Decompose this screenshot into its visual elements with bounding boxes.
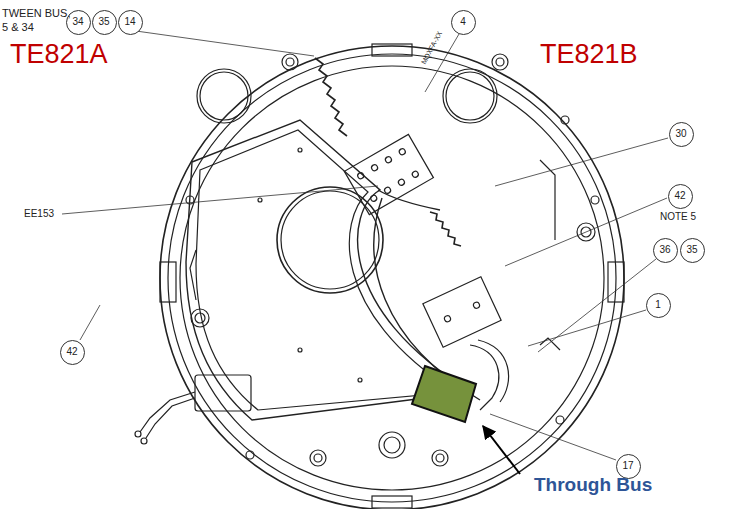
- callout-balloon: 42: [668, 184, 693, 209]
- callout-number: 34: [72, 17, 83, 27]
- callout-number: 35: [98, 17, 109, 27]
- callout-balloon: 14: [118, 10, 143, 35]
- drawing-line: [490, 414, 616, 460]
- callout-number: 35: [686, 245, 697, 255]
- drawing-circle: [370, 164, 378, 172]
- note-label: NOTE 5: [660, 211, 696, 222]
- drawing-circle: [397, 178, 405, 186]
- callout-balloon: 4: [451, 10, 476, 35]
- drawing-circle: [370, 194, 378, 202]
- drawing-rect: [372, 496, 412, 508]
- drawing-path: [478, 340, 509, 402]
- drawing-circle: [258, 198, 262, 202]
- drawing-line: [538, 259, 656, 352]
- drawing-circle: [197, 69, 251, 123]
- drawing-circle: [282, 54, 298, 70]
- callout-balloon: 42: [60, 340, 85, 365]
- drawing-path: [196, 130, 455, 410]
- drawing-circle: [384, 156, 392, 164]
- drawing-path: [540, 160, 555, 240]
- drawing-circle: [357, 172, 365, 180]
- drawing-circle: [436, 454, 444, 462]
- drawing-rect: [344, 134, 433, 214]
- drawing-circle: [200, 72, 248, 120]
- drawing-circle: [444, 315, 452, 323]
- drawing-circle: [561, 116, 569, 124]
- drawing-circle: [432, 450, 448, 466]
- drawing-path: [470, 345, 499, 410]
- drawing-circle: [141, 438, 147, 444]
- drawing-path: [430, 212, 461, 246]
- drawing-g: [344, 134, 433, 214]
- drawing-circle: [446, 72, 494, 120]
- drawing-circle: [246, 451, 254, 459]
- drawing-circle: [314, 454, 322, 462]
- title-label: Through Bus: [534, 475, 652, 496]
- drawing-circle: [411, 170, 419, 178]
- callout-number: 17: [622, 461, 633, 471]
- drawing-circle: [298, 148, 302, 152]
- drawing-circle: [191, 309, 209, 327]
- drawing-circle: [195, 313, 205, 323]
- drawing-polygon: [412, 366, 476, 422]
- title-label: TE821B: [540, 40, 638, 70]
- callout-balloon: 36: [653, 238, 678, 263]
- drawing-line: [62, 186, 378, 214]
- callout-number: 14: [124, 17, 135, 27]
- note-label: EE153: [24, 208, 54, 219]
- drawing-circle: [384, 437, 400, 453]
- drawing-circle: [135, 431, 141, 437]
- drawing-line: [495, 138, 668, 186]
- drawing-rect: [423, 277, 501, 348]
- drawing-circle: [443, 69, 497, 123]
- callout-balloon: 30: [669, 122, 694, 147]
- callout-number: 4: [460, 17, 466, 27]
- drawing-rect: [195, 375, 251, 411]
- callout-balloon: 35: [92, 10, 117, 35]
- drawing-line: [483, 426, 520, 474]
- note-label: TWEEN BUS,: [2, 7, 70, 19]
- drawing-line: [528, 310, 646, 346]
- callout-number: 30: [675, 129, 686, 139]
- drawing-circle: [379, 432, 405, 458]
- drawing-circle: [383, 186, 391, 194]
- drawing-rect: [160, 262, 176, 302]
- drawing-path: [315, 58, 347, 136]
- callout-number: 42: [66, 347, 77, 357]
- drawing-rect: [608, 262, 624, 302]
- callout-number: 1: [655, 300, 661, 310]
- drawing-g: [423, 277, 501, 348]
- title-label: TE821A: [10, 40, 108, 70]
- drawing-circle: [473, 301, 481, 309]
- drawing-line: [136, 31, 314, 56]
- drawing-circle: [492, 54, 508, 70]
- drawing-circle: [286, 58, 294, 66]
- drawing-circle: [310, 450, 326, 466]
- drawing-g: [62, 31, 668, 460]
- callout-balloon: 35: [680, 238, 705, 263]
- drawing-circle: [180, 66, 604, 490]
- drawing-g: [135, 44, 624, 509]
- note-label: 5 & 34: [2, 21, 34, 33]
- drawing-circle: [556, 416, 564, 424]
- drawing-circle: [358, 378, 362, 382]
- drawing-circle: [298, 348, 302, 352]
- drawing-path: [140, 392, 195, 432]
- drawing-circle: [168, 54, 616, 502]
- drawing-circle: [591, 196, 599, 204]
- callout-number: 42: [674, 191, 685, 201]
- drawing-circle: [496, 58, 504, 66]
- drawing-path: [146, 398, 195, 438]
- callout-balloon: 1: [646, 293, 671, 318]
- drawing-line: [80, 305, 100, 340]
- drawing-rect: [372, 44, 412, 56]
- callout-number: 36: [659, 245, 670, 255]
- drawing-circle: [160, 46, 624, 509]
- drawing-line: [505, 198, 667, 266]
- drawing-path: [190, 250, 196, 300]
- drawing-circle: [398, 148, 406, 156]
